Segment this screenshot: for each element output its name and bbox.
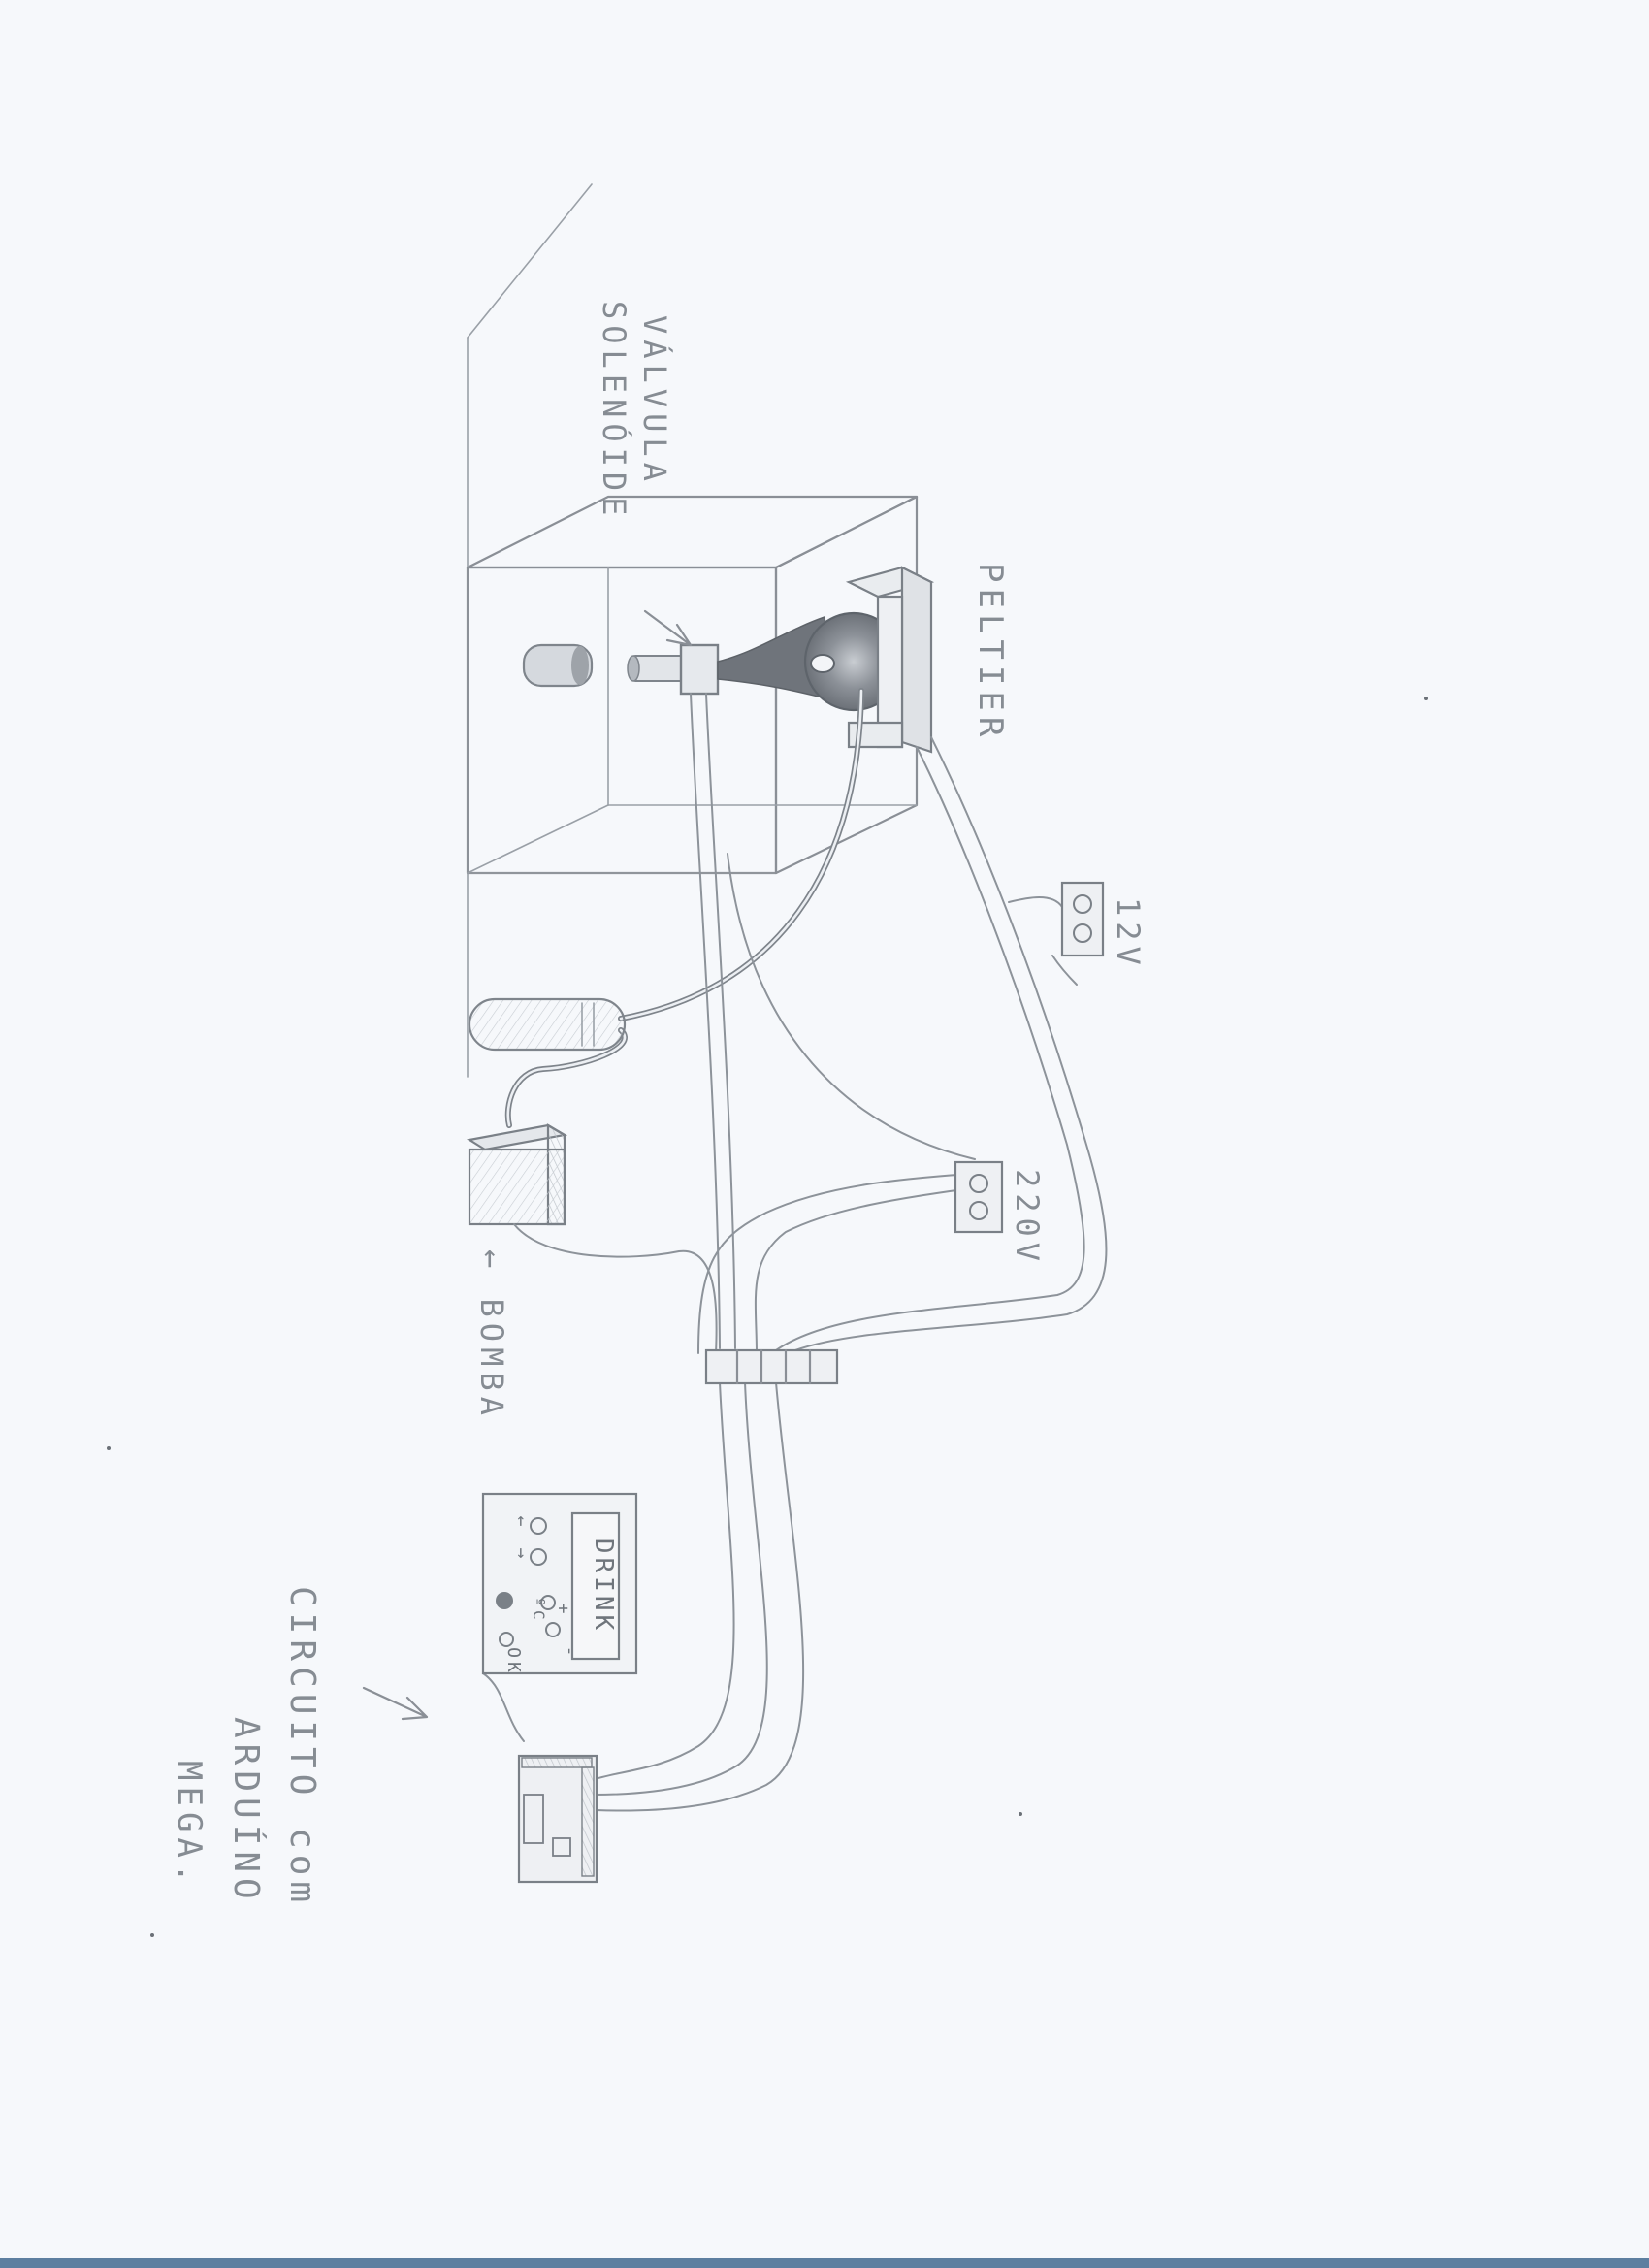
right-arrow-icon: → [511,1548,532,1563]
v220-label: 220V [1009,1169,1046,1267]
valve-pointer-arrow [645,611,691,645]
nozzle [628,656,686,681]
circuit-label-3: MEGA. [170,1761,209,1889]
ok-label: OK [503,1647,524,1676]
outlet-12v [1062,883,1103,956]
bomba-label: ← BOMBA [473,1249,510,1421]
minus-label: - [560,1646,580,1661]
water-tube [621,691,861,1019]
power-button[interactable] [496,1592,513,1609]
solenoid-valve [681,645,718,694]
guide-line [468,184,592,338]
peltier-label: PELTIER [971,563,1010,742]
pump [469,1125,565,1224]
circuit-label-1: CIRCUITO com [282,1586,322,1908]
connector-block [706,1350,837,1383]
pencil-speck [1424,697,1428,700]
screen-label: DRINK [589,1539,618,1634]
pencil-speck [107,1446,111,1450]
valve-label-1: VÁLVULA [636,315,673,487]
circuit-label-2: ARDUÍNO [226,1717,267,1905]
circuit-pointer-arrow [364,1688,427,1719]
plus-label: + [553,1604,573,1618]
left-arrow-icon: ← [511,1516,532,1531]
water-reservoir [469,999,625,1050]
cup-holder [524,645,592,686]
outlet-220v [955,1162,1002,1232]
pencil-speck [1018,1812,1022,1816]
v12-label: 12V [1110,897,1147,971]
celsius-label: ºC [530,1597,548,1623]
arduino-mega [519,1756,597,1882]
valve-label-2: SOLENÓIDE [596,301,633,521]
pencil-speck [150,1933,154,1937]
control-panel: DRINK ← → ºC - + OK [483,1494,636,1676]
